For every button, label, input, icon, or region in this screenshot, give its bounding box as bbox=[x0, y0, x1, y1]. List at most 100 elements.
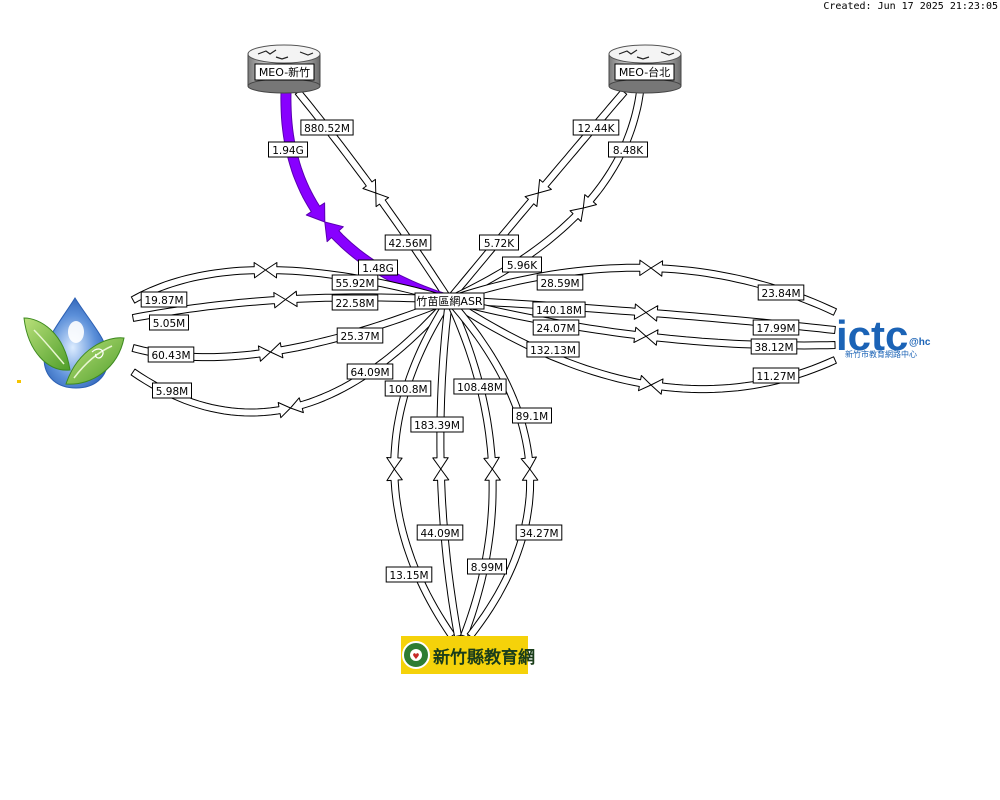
link-left-3-in[interactable] bbox=[270, 296, 451, 359]
ictc-logo[interactable]: ictc @hc 新竹市教育網路中心 bbox=[836, 312, 931, 359]
label-ictc-2-out: 17.99M bbox=[752, 319, 800, 336]
bandwidth-value: 55.92M bbox=[335, 278, 374, 290]
label-meo-taipei-in-a: 5.72K bbox=[479, 234, 519, 251]
link-meo-taipei-b-out[interactable] bbox=[582, 91, 644, 209]
router-label: MEO-新竹 bbox=[254, 63, 315, 81]
bandwidth-value: 64.09M bbox=[350, 367, 389, 379]
hub-name: 竹苗區網ASR bbox=[416, 294, 483, 308]
bandwidth-value: 19.87M bbox=[144, 295, 183, 307]
bandwidth-value: 1.48G bbox=[362, 263, 394, 275]
link-county-2-out[interactable] bbox=[432, 468, 462, 638]
label-county-3-out: 8.99M bbox=[467, 558, 507, 575]
label-county-1-in: 100.8M bbox=[384, 380, 432, 397]
bandwidth-value: 183.39M bbox=[414, 420, 460, 432]
link-ictc-4-out[interactable] bbox=[650, 356, 837, 395]
label-ictc-1-in: 28.59M bbox=[536, 274, 584, 291]
bandwidth-value: 34.27M bbox=[519, 528, 558, 540]
label-meo-taipei-in-b: 5.96K bbox=[502, 256, 542, 273]
label-ictc-2-in: 140.18M bbox=[532, 301, 586, 318]
bandwidth-value: 22.58M bbox=[335, 298, 374, 310]
label-left-3-out: 60.43M bbox=[147, 346, 195, 363]
bandwidth-value: 42.56M bbox=[388, 238, 427, 250]
bandwidth-value: 880.52M bbox=[304, 123, 350, 135]
link-ictc-2-out[interactable] bbox=[645, 305, 836, 334]
ictc-subtitle: 新竹市教育網路中心 bbox=[845, 349, 917, 359]
link-county-4-out[interactable] bbox=[466, 468, 539, 639]
link-ictc-1-in[interactable] bbox=[447, 259, 652, 304]
bandwidth-value: 8.48K bbox=[613, 145, 644, 157]
bandwidth-value: 132.13M bbox=[530, 345, 576, 357]
label-left-1-out: 19.87M bbox=[140, 291, 188, 308]
bandwidth-value: 12.44K bbox=[578, 123, 616, 135]
router-name: MEO-新竹 bbox=[259, 65, 310, 79]
link-left-4-in[interactable] bbox=[290, 297, 453, 414]
bandwidth-value: 44.09M bbox=[420, 528, 459, 540]
bandwidth-value: 8.99M bbox=[471, 562, 503, 574]
link-ictc-4-in[interactable] bbox=[446, 296, 652, 392]
bandwidth-value: 11.27M bbox=[756, 371, 795, 383]
label-ictc-4-out: 11.27M bbox=[752, 367, 800, 384]
label-left-4-in: 64.09M bbox=[346, 363, 394, 380]
link-county-3-in[interactable] bbox=[445, 298, 500, 470]
bandwidth-value: 140.18M bbox=[536, 305, 582, 317]
link-left-1-out[interactable] bbox=[130, 262, 266, 304]
label-meo-hsinchu-out-a: 880.52M bbox=[300, 119, 354, 136]
label-meo-taipei-out-b: 8.48K bbox=[608, 141, 648, 158]
link-county-3-out[interactable] bbox=[460, 468, 501, 638]
bandwidth-value: 1.94G bbox=[272, 145, 304, 157]
label-county-4-in: 89.1M bbox=[512, 407, 552, 424]
left-site-logo[interactable] bbox=[17, 297, 125, 389]
label-meo-hsinchu-out-b: 1.94G bbox=[268, 141, 308, 158]
bandwidth-value: 23.84M bbox=[761, 288, 800, 300]
bandwidth-value: 28.59M bbox=[540, 278, 579, 290]
label-left-3-in: 25.37M bbox=[336, 327, 384, 344]
bandwidth-value: 100.8M bbox=[388, 384, 427, 396]
hub-node[interactable]: 竹苗區網ASR bbox=[414, 292, 485, 310]
link-meo-hsinchu-a-out[interactable] bbox=[294, 89, 377, 194]
label-left-1-in: 55.92M bbox=[331, 274, 379, 291]
ictc-wordmark: ictc bbox=[836, 312, 908, 359]
link-meo-taipei-a-out[interactable] bbox=[537, 89, 628, 194]
bandwidth-value: 5.72K bbox=[484, 238, 515, 250]
link-ictc-3-out[interactable] bbox=[645, 329, 836, 350]
link-county-1-in[interactable] bbox=[386, 297, 453, 470]
created-timestamp: Created: Jun 17 2025 21:23:05 bbox=[823, 1, 998, 12]
link-left-1-in[interactable] bbox=[265, 262, 451, 304]
bandwidth-value: 108.48M bbox=[457, 382, 503, 394]
bandwidth-value: 13.15M bbox=[389, 570, 428, 582]
label-meo-taipei-out-a: 12.44K bbox=[572, 119, 620, 136]
label-ictc-1-out: 23.84M bbox=[757, 284, 805, 301]
bandwidth-value: 5.98M bbox=[156, 386, 188, 398]
link-ictc-1-out[interactable] bbox=[650, 260, 837, 316]
bandwidth-value: 25.37M bbox=[340, 331, 379, 343]
router-meo-hsinchu[interactable]: MEO-新竹 bbox=[247, 44, 321, 94]
county-net-name: 新竹縣教育網 bbox=[433, 647, 535, 668]
bandwidth-value: 38.12M bbox=[754, 342, 793, 354]
bandwidth-value: 89.1M bbox=[516, 411, 548, 423]
label-ictc-3-out: 38.12M bbox=[750, 338, 798, 355]
label-left-4-out: 5.98M bbox=[152, 382, 192, 399]
label-meo-hsinchu-in-a: 42.56M bbox=[384, 234, 432, 251]
label-county-3-in: 108.48M bbox=[453, 378, 507, 395]
router-meo-taipei[interactable]: MEO-台北 bbox=[608, 44, 682, 94]
label-ictc-4-in: 132.13M bbox=[526, 341, 580, 358]
label-county-1-out: 13.15M bbox=[385, 566, 433, 583]
bandwidth-value: 5.05M bbox=[153, 318, 185, 330]
bandwidth-value: 24.07M bbox=[536, 323, 575, 335]
bandwidth-value: 17.99M bbox=[756, 323, 795, 335]
label-county-2-in: 183.39M bbox=[410, 416, 464, 433]
link-layer bbox=[130, 89, 837, 639]
label-meo-hsinchu-in-b: 1.48G bbox=[358, 259, 398, 276]
router-icon bbox=[608, 44, 682, 94]
county-net-logo[interactable]: ♥ 新竹縣教育網 bbox=[401, 636, 535, 674]
label-left-2-out: 5.05M bbox=[149, 314, 189, 331]
ictc-superscript: @hc bbox=[909, 337, 931, 348]
label-ictc-3-in: 24.07M bbox=[532, 319, 580, 336]
label-county-2-out: 44.09M bbox=[416, 524, 464, 541]
label-left-2-in: 22.58M bbox=[331, 294, 379, 311]
bandwidth-value: 60.43M bbox=[151, 350, 190, 362]
link-county-4-in[interactable] bbox=[445, 297, 537, 470]
label-county-4-out: 34.27M bbox=[515, 524, 563, 541]
